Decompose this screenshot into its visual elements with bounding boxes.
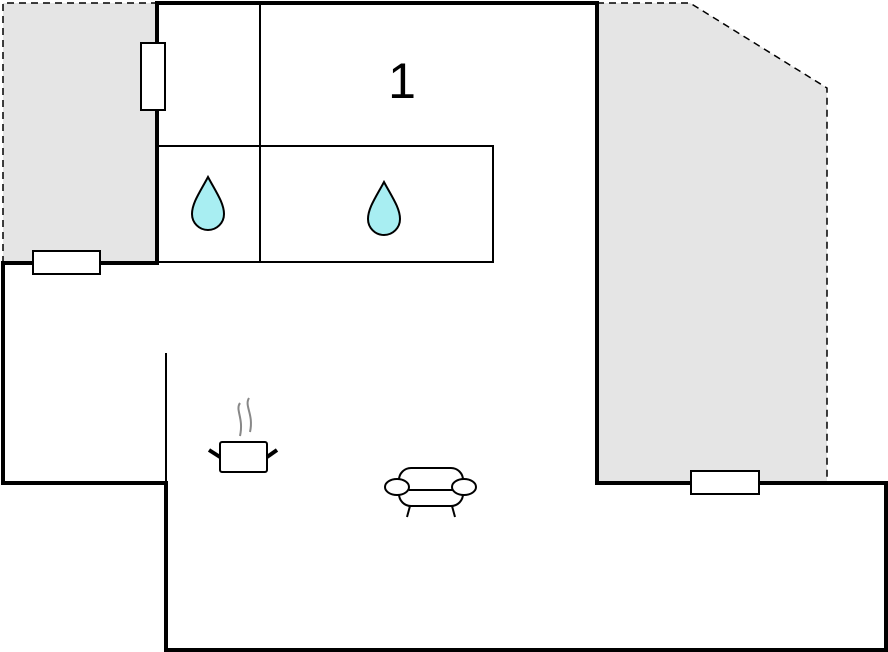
window (140, 42, 166, 111)
water-drop-icon (366, 179, 402, 236)
window (32, 250, 101, 275)
room-number-label: 1 (388, 53, 416, 109)
terrace-left (2, 2, 157, 263)
water-drop-icon (190, 174, 226, 231)
terrace-right (597, 2, 828, 483)
armchair-icon (384, 467, 477, 518)
window (690, 470, 760, 495)
inner-walls (156, 3, 494, 483)
cooking-pot-icon (207, 397, 279, 473)
